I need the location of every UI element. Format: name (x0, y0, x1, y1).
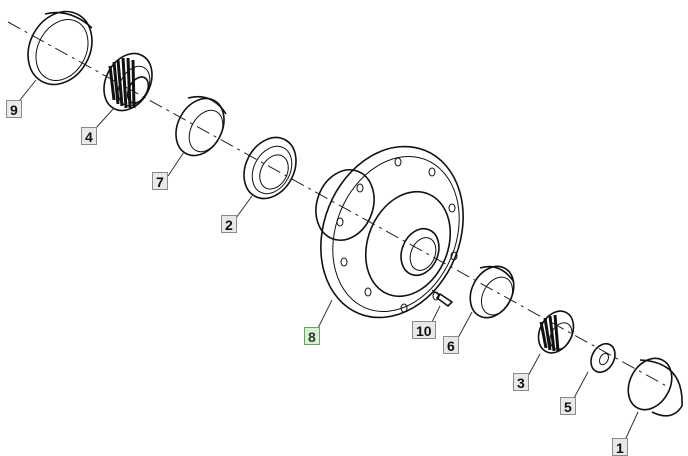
callout-6[interactable]: 6 (443, 336, 459, 354)
callout-1[interactable]: 1 (612, 438, 628, 456)
callout-3[interactable]: 3 (513, 373, 529, 391)
part-8-wheel-hub[interactable] (296, 125, 488, 339)
leader-lines (19, 79, 639, 439)
callout-8[interactable]: 8 (304, 327, 320, 345)
part-7-cup-ring[interactable] (166, 90, 233, 164)
part-2-seal[interactable] (234, 128, 306, 207)
part-4-roller-bearing[interactable] (94, 45, 161, 119)
callout-2[interactable]: 2 (221, 215, 237, 233)
callout-7[interactable]: 7 (152, 172, 168, 190)
assembly-axis (7, 21, 671, 389)
part-9-ring[interactable] (16, 0, 105, 95)
part-10-grease-nipple[interactable] (431, 289, 454, 308)
callout-4[interactable]: 4 (81, 127, 97, 145)
callout-5[interactable]: 5 (560, 397, 576, 415)
callout-9[interactable]: 9 (6, 100, 22, 118)
callout-10[interactable]: 10 (412, 321, 436, 339)
part-3-bearing[interactable] (532, 305, 581, 359)
part-5-washer[interactable] (586, 340, 620, 377)
part-6-cup[interactable] (462, 259, 523, 325)
part-1-cap[interactable] (620, 351, 683, 417)
